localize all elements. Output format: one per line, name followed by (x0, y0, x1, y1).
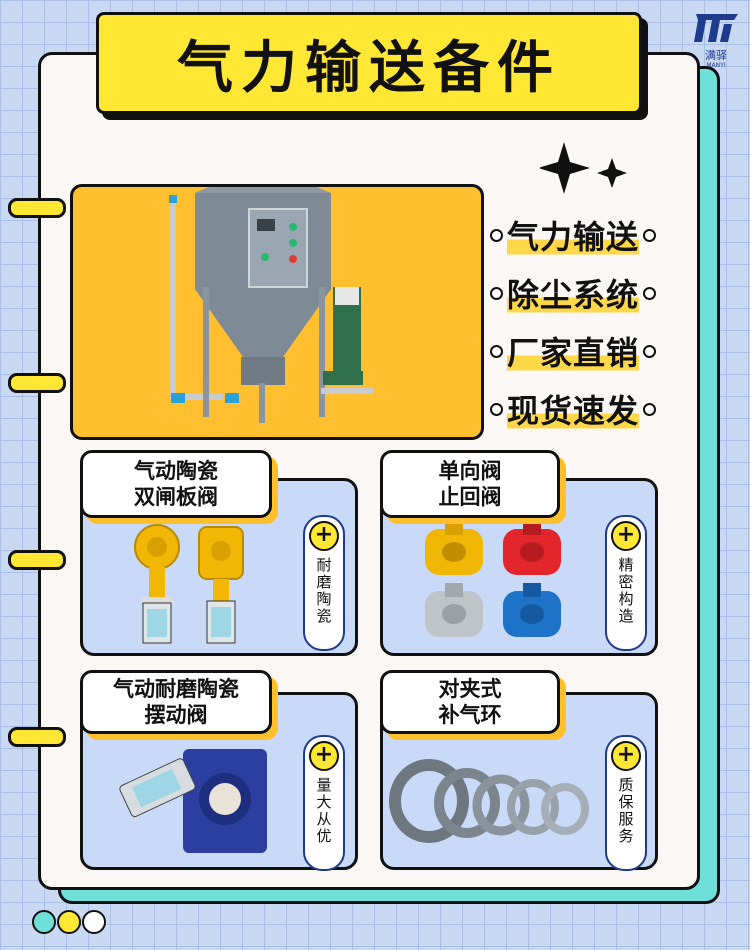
feature-text: 除尘系统 (507, 270, 640, 316)
card-title-line: 摆动阀 (144, 703, 208, 727)
bullet-dot-icon (643, 402, 657, 416)
card-badge-text: 精密构造 (616, 557, 635, 625)
plus-icon[interactable]: + (309, 521, 339, 551)
hero-product-card (70, 144, 484, 440)
pneumatic-conveyor-image (169, 144, 373, 423)
card-title-line: 补气环 (438, 703, 502, 727)
card-badge: + 质保服务 (605, 735, 647, 871)
bullet-dot-icon (490, 286, 503, 300)
feature-item: 现货速发 (490, 382, 690, 436)
feature-item: 除尘系统 (490, 266, 690, 320)
page-title: 气力输送备件 (177, 35, 561, 101)
feature-text: 厂家直销 (507, 328, 640, 374)
feature-text: 气力输送 (507, 212, 640, 258)
card-title-line: 对夹式 (438, 677, 502, 701)
logo-en-text: MANYI (706, 62, 726, 69)
card-badge: + 耐磨陶瓷 (303, 515, 345, 651)
sparkle-icon (540, 142, 627, 194)
card-badge-text: 量大从优 (314, 777, 333, 845)
card-title-line: 双闸板阀 (134, 485, 218, 509)
card-label: 对夹式 补气环 (380, 670, 560, 734)
card-title-line: 气动陶瓷 (134, 459, 218, 483)
plus-icon[interactable]: + (611, 741, 641, 771)
binder-ring (8, 550, 66, 570)
card-label: 气动陶瓷 双闸板阀 (80, 450, 272, 518)
feature-item: 厂家直销 (490, 324, 690, 378)
brand-logo: 满驿 MANYI (690, 10, 742, 72)
plus-icon[interactable]: + (309, 741, 339, 771)
bullet-dot-icon (490, 228, 503, 242)
feature-list: 气力输送 除尘系统 厂家直销 现货速发 (490, 208, 690, 440)
check-valve-image (425, 521, 561, 637)
air-ring-image (389, 759, 589, 843)
title-banner: 气力输送备件 (96, 12, 642, 114)
card-label: 气动耐磨陶瓷 摆动阀 (80, 670, 272, 734)
feature-text: 现货速发 (507, 386, 640, 432)
logo-mark-icon (694, 14, 738, 42)
card-label: 单向阀 止回阀 (380, 450, 560, 518)
bullet-dot-icon (643, 228, 657, 242)
binder-ring (8, 373, 66, 393)
bullet-dot-icon (490, 402, 503, 416)
card-title-line: 单向阀 (438, 459, 502, 483)
double-gate-valve-image (134, 524, 244, 644)
bullet-dot-icon (643, 344, 657, 358)
bullet-dot-icon (490, 344, 503, 358)
decorative-dots (32, 910, 107, 938)
card-badge-text: 耐磨陶瓷 (314, 557, 333, 625)
logo-cn-text: 满驿 (705, 49, 727, 62)
dot-icon (32, 910, 56, 934)
card-badge-text: 质保服务 (616, 777, 635, 845)
card-title-line: 气动耐磨陶瓷 (113, 677, 239, 701)
binder-ring (8, 198, 66, 218)
swing-valve-image (119, 749, 267, 853)
bullet-dot-icon (643, 286, 657, 300)
card-title-line: 止回阀 (438, 485, 502, 509)
dot-icon (57, 910, 82, 934)
dot-icon (82, 910, 107, 934)
plus-icon[interactable]: + (611, 521, 641, 551)
feature-item: 气力输送 (490, 208, 690, 262)
binder-ring (8, 727, 66, 747)
card-badge: + 精密构造 (605, 515, 647, 651)
card-badge: + 量大从优 (303, 735, 345, 871)
